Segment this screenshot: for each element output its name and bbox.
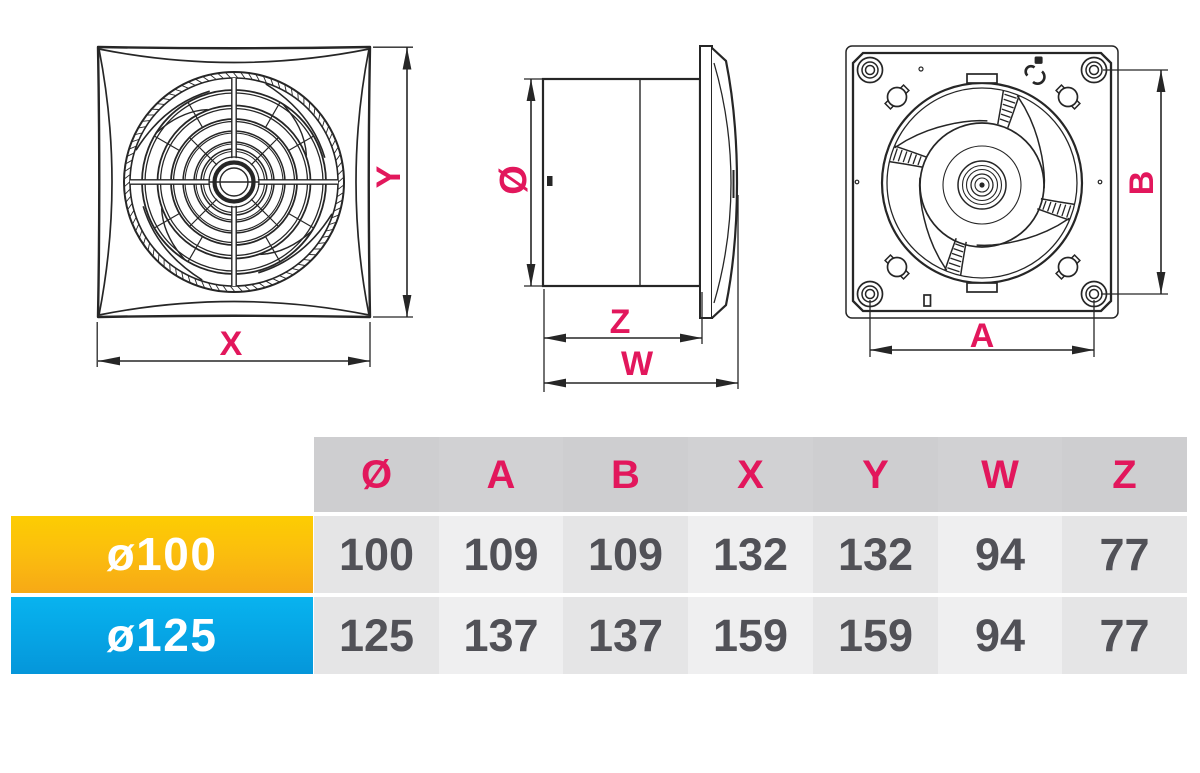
svg-text:Z: Z (610, 303, 631, 341)
svg-text:X: X (220, 325, 243, 363)
svg-text:Y: Y (370, 165, 408, 188)
svg-text:A: A (970, 317, 995, 355)
svg-text:W: W (621, 345, 654, 383)
svg-text:B: B (1123, 171, 1161, 196)
svg-text:Ø: Ø (493, 165, 535, 195)
